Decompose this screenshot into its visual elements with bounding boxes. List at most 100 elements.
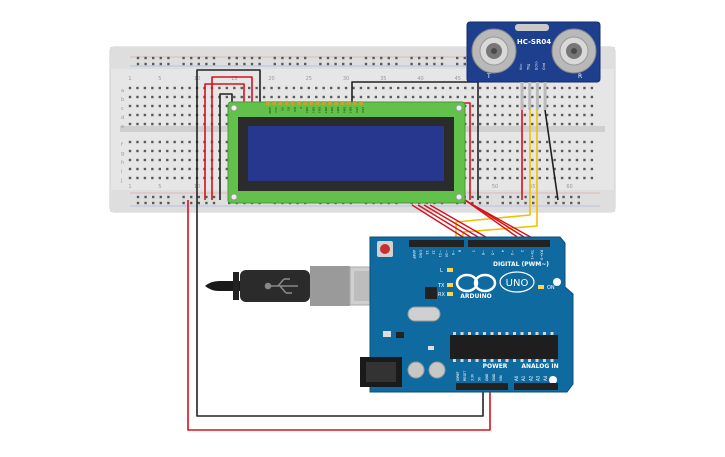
- breadboard-hole: [128, 95, 132, 99]
- sensor-label: HC-SR04: [517, 38, 551, 46]
- breadboard-hole: [583, 113, 586, 117]
- lcd-pin-label: DB3: [324, 107, 328, 113]
- breadboard-hole: [531, 167, 534, 171]
- breadboard-hole: [233, 86, 236, 90]
- breadboard-hole: [426, 95, 430, 99]
- breadboard-hole: [151, 122, 154, 126]
- breadboard-hole: [397, 95, 400, 99]
- breadboard-hole: [478, 122, 482, 126]
- breadboard-hole: [546, 140, 549, 144]
- breadboard-hole: [173, 140, 176, 144]
- breadboard-hole: [538, 122, 541, 126]
- breadboard-hole: [233, 95, 236, 99]
- rail-hole: [296, 56, 299, 60]
- breadboard-hole: [136, 158, 139, 162]
- power-pin-label: 3.3V: [470, 373, 474, 381]
- model-text: UNO: [506, 278, 529, 289]
- breadboard-hole: [553, 113, 556, 117]
- breadboard-hole: [508, 149, 512, 153]
- led-l: [447, 268, 453, 272]
- breadboard-hole: [501, 113, 504, 117]
- breadboard-hole: [516, 113, 519, 117]
- breadboard-hole: [188, 86, 191, 90]
- breadboard-hole: [575, 158, 579, 162]
- chip-pin: [483, 359, 486, 362]
- breadboard-hole: [374, 95, 378, 99]
- breadboard-hole: [382, 86, 385, 90]
- lcd-pin-label: E: [299, 107, 303, 109]
- rail-hole: [433, 62, 436, 66]
- breadboard-hole: [188, 176, 191, 180]
- rail-hole: [159, 195, 162, 199]
- breadboard-hole: [501, 86, 504, 90]
- breadboard-hole: [315, 95, 318, 99]
- breadboard-hole: [590, 122, 594, 126]
- digital-pin-label: ~3: [510, 250, 514, 255]
- breadboard-hole: [523, 158, 527, 162]
- breadboard-hole: [166, 95, 169, 99]
- breadboard-hole: [464, 86, 467, 90]
- breadboard-hole: [568, 140, 571, 144]
- breadboard-hole: [560, 113, 564, 117]
- digital-pin-label: AREF: [412, 250, 416, 259]
- digital-header-1: [409, 240, 464, 247]
- rail-hole: [364, 62, 368, 66]
- breadboard-hole: [180, 176, 184, 180]
- breadboard-hole: [583, 95, 586, 99]
- row-letter-c: c: [121, 106, 124, 112]
- rail-hole: [418, 62, 421, 66]
- chip-pin: [498, 332, 501, 335]
- rail-hole: [273, 62, 276, 66]
- breadboard-hole: [166, 167, 169, 171]
- chip-pin: [513, 359, 516, 362]
- breadboard-hole: [501, 167, 504, 171]
- lcd-pin-label: LED: [355, 107, 359, 114]
- reset-button[interactable]: [377, 241, 393, 257]
- breadboard-hole: [508, 95, 512, 99]
- rail-hole: [425, 62, 428, 66]
- rail-hole: [547, 201, 550, 205]
- rail-hole: [342, 62, 345, 66]
- breadboard-hole: [590, 140, 594, 144]
- rail-hole: [228, 62, 231, 66]
- breadboard-hole: [180, 104, 184, 108]
- power-pin-label: IOREF: [456, 371, 460, 381]
- breadboard-hole: [493, 86, 497, 90]
- rail-hole: [144, 201, 147, 205]
- led-on: [538, 285, 544, 289]
- breadboard-hole: [538, 113, 541, 117]
- breadboard-hole: [523, 95, 527, 99]
- lcd-pin-label: DB4: [330, 107, 334, 113]
- rail-hole: [167, 56, 170, 60]
- chip-pin: [460, 332, 464, 335]
- rail-hole: [319, 56, 322, 60]
- breadboard-hole: [575, 113, 579, 117]
- brand-text: ARDUINO: [460, 293, 491, 300]
- breadboard-hole: [478, 104, 482, 108]
- rail-hole: [456, 56, 459, 60]
- column-number: 55: [529, 184, 535, 190]
- rail-hole: [152, 56, 155, 60]
- breadboard-hole: [493, 158, 497, 162]
- rail-hole: [456, 62, 459, 66]
- rail-hole: [167, 195, 170, 199]
- breadboard-hole: [583, 176, 586, 180]
- digital-label: DIGITAL (PWM~): [493, 261, 549, 268]
- crystal: [407, 306, 441, 322]
- breadboard-hole: [471, 122, 474, 126]
- rail-hole: [304, 56, 307, 60]
- breadboard-hole: [568, 158, 571, 162]
- breadboard-hole: [337, 95, 340, 99]
- chip-pin: [505, 359, 509, 362]
- breadboard-hole: [486, 95, 489, 99]
- lcd-pin: [321, 101, 326, 105]
- breadboard-hole: [501, 95, 504, 99]
- analog-header: [514, 383, 558, 390]
- breadboard-hole: [151, 95, 154, 99]
- breadboard-hole: [225, 122, 229, 126]
- chip-pin: [468, 359, 471, 362]
- sensor-pin: [535, 82, 539, 110]
